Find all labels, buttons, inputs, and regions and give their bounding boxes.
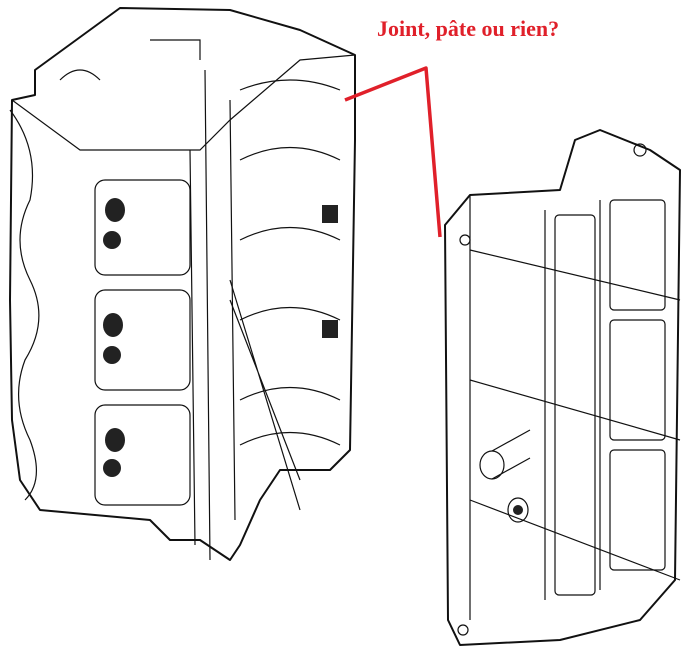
engine-block-drawing [9, 7, 356, 561]
block-cover-drawing [444, 129, 681, 646]
annotation-label: Joint, pâte ou rien? [377, 16, 560, 41]
annotation-leader-line [344, 66, 442, 238]
